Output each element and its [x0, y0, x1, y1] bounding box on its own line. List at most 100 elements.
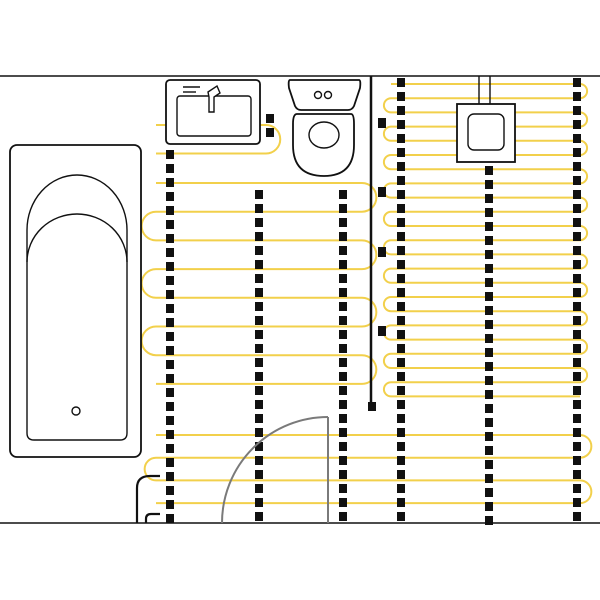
mounting-tape-col5-9 [485, 292, 493, 301]
mounting-tape-col3-14 [339, 386, 347, 395]
mounting-tape-col6-27 [573, 456, 581, 465]
mounting-tape-col3-15 [339, 400, 347, 409]
mounting-tape-col1-13 [166, 332, 174, 341]
mounting-tape-col4-27 [397, 456, 405, 465]
mounting-tape-col2-11 [255, 344, 263, 353]
mounting-tape-col5-17 [485, 404, 493, 413]
mounting-tape-col3-22 [339, 498, 347, 507]
mounting-tape-col5-13 [485, 348, 493, 357]
mounting-tape-col4-3 [397, 120, 405, 129]
mounting-tape-col3-2 [339, 218, 347, 227]
mounting-tape-col1-9 [166, 276, 174, 285]
mounting-tape-col1-23 [166, 472, 174, 481]
floor-drain-grate [467, 113, 505, 151]
mounting-tape-col4-20 [397, 358, 405, 367]
mounting-tape-col2-16 [255, 414, 263, 423]
mounting-tape-col6-8 [573, 190, 581, 199]
mounting-tape-col4-4 [397, 134, 405, 143]
mounting-tape-col4-28 [397, 470, 405, 479]
bathtub-icon [9, 144, 142, 458]
mounting-tape-col1-19 [166, 416, 174, 425]
mounting-tape-col5-23 [485, 488, 493, 497]
heating-cable-run-lower-zone [143, 434, 593, 505]
toilet-bowl [292, 113, 355, 177]
mounting-tape-col2-8 [255, 302, 263, 311]
mounting-tape-col4-11 [397, 232, 405, 241]
mounting-tape-col5-0 [485, 166, 493, 175]
mounting-tape-col2-20 [255, 470, 263, 479]
mounting-tape-col6-0 [573, 78, 581, 87]
partition-end-post [368, 402, 376, 411]
washbasin-icon [165, 79, 261, 145]
mounting-tape-col5-21 [485, 460, 493, 469]
mounting-tape-col1-11 [166, 304, 174, 313]
mounting-tape-col1-7 [166, 248, 174, 257]
mounting-tape-col2-14 [255, 386, 263, 395]
mounting-tape-col6-13 [573, 260, 581, 269]
mounting-tape-col1-10 [166, 290, 174, 299]
mounting-tape-col2-18 [255, 442, 263, 451]
mounting-tape-col1-2 [166, 178, 174, 187]
mounting-tape-col4-22 [397, 386, 405, 395]
mounting-tape-col3-21 [339, 484, 347, 493]
mounting-tape-col6-26 [573, 442, 581, 451]
mounting-tape-col6-30 [573, 498, 581, 507]
mounting-tape-col3-9 [339, 316, 347, 325]
mounting-tape-col5-4 [485, 222, 493, 231]
mounting-tape-col6-19 [573, 344, 581, 353]
mounting-tape-col6-22 [573, 386, 581, 395]
mounting-tape-col2-23 [255, 512, 263, 521]
mounting-tape-washbasin-1 [266, 128, 274, 137]
mounting-tape-col4-31 [397, 512, 405, 521]
mounting-tape-col1-0 [166, 150, 174, 159]
mounting-tape-col3-18 [339, 442, 347, 451]
mounting-tape-col1-20 [166, 430, 174, 439]
mounting-tape-col2-1 [255, 204, 263, 213]
mounting-tape-col5-5 [485, 236, 493, 245]
mounting-tape-col5-6 [485, 250, 493, 259]
bathtub-inner-basin [26, 174, 128, 441]
mounting-tape-col4-12 [397, 246, 405, 255]
mounting-tape-col4-8 [397, 190, 405, 199]
mounting-tape-col1-21 [166, 444, 174, 453]
mounting-tape-col2-13 [255, 372, 263, 381]
mounting-tape-col5-3 [485, 208, 493, 217]
mounting-tape-col5-15 [485, 376, 493, 385]
bathtub-drain [71, 406, 81, 416]
mounting-tape-col1-4 [166, 206, 174, 215]
mounting-tape-col5-7 [485, 264, 493, 273]
mounting-tape-washbasin-0 [266, 114, 274, 123]
mounting-tape-col4-13 [397, 260, 405, 269]
mounting-tape-col6-29 [573, 484, 581, 493]
mounting-tape-col6-9 [573, 204, 581, 213]
mounting-tape-col3-3 [339, 232, 347, 241]
mounting-tape-col6-24 [573, 414, 581, 423]
mounting-tape-col4-1 [397, 92, 405, 101]
mounting-tape-col2-6 [255, 274, 263, 283]
mounting-tape-col3-4 [339, 246, 347, 255]
mounting-tape-col6-18 [573, 330, 581, 339]
mounting-tape-col3-17 [339, 428, 347, 437]
mounting-tape-col6-14 [573, 274, 581, 283]
mounting-tape-col2-19 [255, 456, 263, 465]
mounting-tape-col6-25 [573, 428, 581, 437]
toilet-icon [287, 79, 362, 177]
mounting-tape-col5-8 [485, 278, 493, 287]
mounting-tape-col5-14 [485, 362, 493, 371]
mounting-tape-col6-6 [573, 162, 581, 171]
mounting-tape-col6-3 [573, 120, 581, 129]
mounting-tape-col3-20 [339, 470, 347, 479]
mounting-tape-col2-10 [255, 330, 263, 339]
mounting-tape-col1-18 [166, 402, 174, 411]
mounting-tape-partition-0 [378, 118, 386, 128]
mounting-tape-col3-5 [339, 260, 347, 269]
mounting-tape-col2-5 [255, 260, 263, 269]
mounting-tape-col3-6 [339, 274, 347, 283]
mounting-tape-col4-21 [397, 372, 405, 381]
mounting-tape-col4-5 [397, 148, 405, 157]
mounting-tape-col3-19 [339, 456, 347, 465]
mounting-tape-col4-26 [397, 442, 405, 451]
mounting-tape-col6-31 [573, 512, 581, 521]
mounting-tape-col1-1 [166, 164, 174, 173]
